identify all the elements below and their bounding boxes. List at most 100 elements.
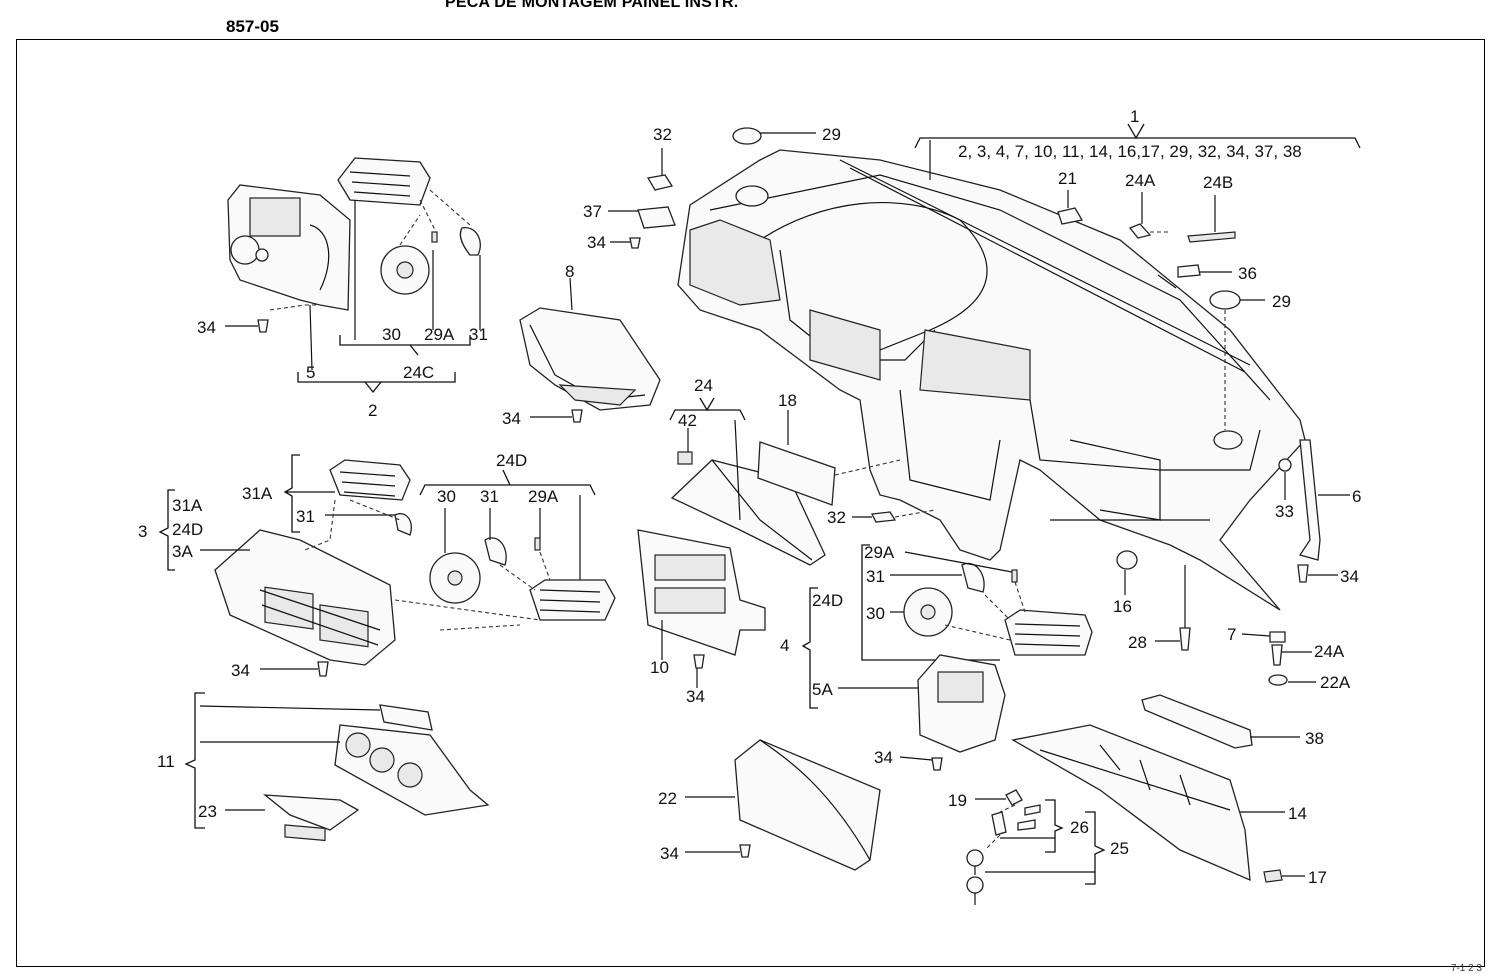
clip-26a xyxy=(1024,804,1041,816)
tray-23 xyxy=(262,794,360,842)
lid-18 xyxy=(757,441,836,506)
air-vent-24C xyxy=(337,157,431,206)
callout-24C: 24C xyxy=(403,363,434,382)
callout-34-f: 34 xyxy=(874,748,893,767)
callout-1: 1 xyxy=(1130,107,1139,126)
screw-34-g xyxy=(739,844,751,858)
page-title: PECA DE MONTAGEM PAINEL INSTR. xyxy=(445,0,739,11)
vent-grille-29-top xyxy=(732,127,762,145)
screw-34-c xyxy=(629,237,641,249)
callout-16: 16 xyxy=(1113,597,1132,616)
radio-bracket-10 xyxy=(637,529,766,656)
callout-17: 17 xyxy=(1308,868,1327,887)
strip-11a xyxy=(379,704,433,731)
switch-panel-11 xyxy=(334,724,490,816)
clip-29A-lower xyxy=(1011,569,1018,583)
callout-30-upper: 30 xyxy=(382,325,401,344)
page-mark: 7-1 2 3 xyxy=(1450,963,1482,974)
callout-30-lower: 30 xyxy=(866,604,885,623)
center-bezel-3A xyxy=(214,529,396,666)
bracket-38 xyxy=(1141,694,1253,749)
callout-21: 21 xyxy=(1058,169,1077,188)
callout-31-left: 31 xyxy=(296,507,315,526)
callout-23: 23 xyxy=(198,802,217,821)
screw-24A-top xyxy=(1128,223,1152,239)
callout-1-list: 2, 3, 4, 7, 10, 11, 14, 16,17, 29, 32, 3… xyxy=(958,142,1302,161)
side-bracket-6 xyxy=(1298,439,1321,561)
callout-33: 33 xyxy=(1275,502,1294,521)
cluster-bezel-5 xyxy=(227,184,351,311)
callout-34-g: 34 xyxy=(660,844,679,863)
strip-17 xyxy=(1263,869,1283,883)
callout-2: 2 xyxy=(368,401,377,420)
vent-grille-29-right xyxy=(1209,290,1241,310)
callout-36: 36 xyxy=(1238,264,1257,283)
callout-29-top: 29 xyxy=(822,125,841,144)
callout-3-24D: 24D xyxy=(172,520,203,539)
dashboard-leader-lines xyxy=(929,140,1210,640)
diagram-code: 857-05 xyxy=(226,17,279,36)
strip-24B xyxy=(1187,231,1236,243)
callout-34-c: 34 xyxy=(587,233,606,252)
screw-34-f xyxy=(931,757,943,771)
air-vent-24D-lower xyxy=(1004,609,1093,656)
callout-38: 38 xyxy=(1305,729,1324,748)
callout-3: 3 xyxy=(138,522,147,541)
callout-29A-lower: 29A xyxy=(864,543,895,562)
meter-hood-8 xyxy=(519,307,661,411)
callout-19: 19 xyxy=(948,791,967,810)
callout-3-31A: 31A xyxy=(172,496,203,515)
knob-31-mid xyxy=(484,537,507,566)
diagram-frame xyxy=(16,39,1485,967)
callout-24: 24 xyxy=(694,376,713,395)
callout-30-mid: 30 xyxy=(437,487,456,506)
callout-31-upper: 31 xyxy=(469,325,488,344)
cluster-bezel-5A xyxy=(917,654,1006,753)
nut-33 xyxy=(1278,458,1292,472)
air-vent-31A xyxy=(329,459,411,501)
callout-26: 26 xyxy=(1070,818,1089,837)
clip-26b xyxy=(1017,819,1036,831)
screw-28 xyxy=(1179,627,1191,651)
callout-24A-top: 24A xyxy=(1125,171,1156,190)
callout-6: 6 xyxy=(1352,487,1361,506)
knob-31-upper xyxy=(459,227,481,256)
clip-32 xyxy=(646,174,674,191)
callout-10: 10 xyxy=(650,658,669,677)
callout-31-lower: 31 xyxy=(866,567,885,586)
callout-31A: 31A xyxy=(242,484,273,503)
screw-34-e xyxy=(693,654,705,669)
callout-7: 7 xyxy=(1227,625,1236,644)
knob-31-left xyxy=(394,513,412,536)
callout-8: 8 xyxy=(565,262,574,281)
pin-36 xyxy=(1177,264,1201,278)
clip-42 xyxy=(677,451,693,465)
clip-7 xyxy=(1269,631,1286,643)
callout-34-d: 34 xyxy=(231,661,250,680)
dashboard-main-panel xyxy=(677,149,1306,611)
clip-32-mid xyxy=(871,511,897,523)
callout-22: 22 xyxy=(658,789,677,808)
callout-29A-mid: 29A xyxy=(528,487,559,506)
callout-18: 18 xyxy=(778,391,797,410)
callout-24A-right: 24A xyxy=(1314,642,1345,661)
clip-29A-upper xyxy=(431,231,438,243)
callout-34-b: 34 xyxy=(502,409,521,428)
callout-11: 11 xyxy=(157,752,175,771)
lock-cylinder-25 xyxy=(991,811,1007,836)
cap-22A xyxy=(1268,674,1288,686)
screw-34-h xyxy=(1297,564,1309,583)
callout-34-a: 34 xyxy=(197,318,216,337)
knob-31-lower xyxy=(961,562,985,593)
callout-3-3A: 3A xyxy=(172,542,193,561)
screw-34-d xyxy=(317,661,329,677)
callout-29A-upper: 29A xyxy=(424,325,455,344)
clip-29A-mid xyxy=(534,537,541,551)
callout-14: 14 xyxy=(1288,804,1307,823)
key-25b xyxy=(966,876,984,894)
callout-4-24D: 24D xyxy=(812,591,843,610)
callout-25: 25 xyxy=(1110,839,1129,858)
air-vent-24D-mid xyxy=(529,579,616,621)
nut-19 xyxy=(1005,789,1023,806)
